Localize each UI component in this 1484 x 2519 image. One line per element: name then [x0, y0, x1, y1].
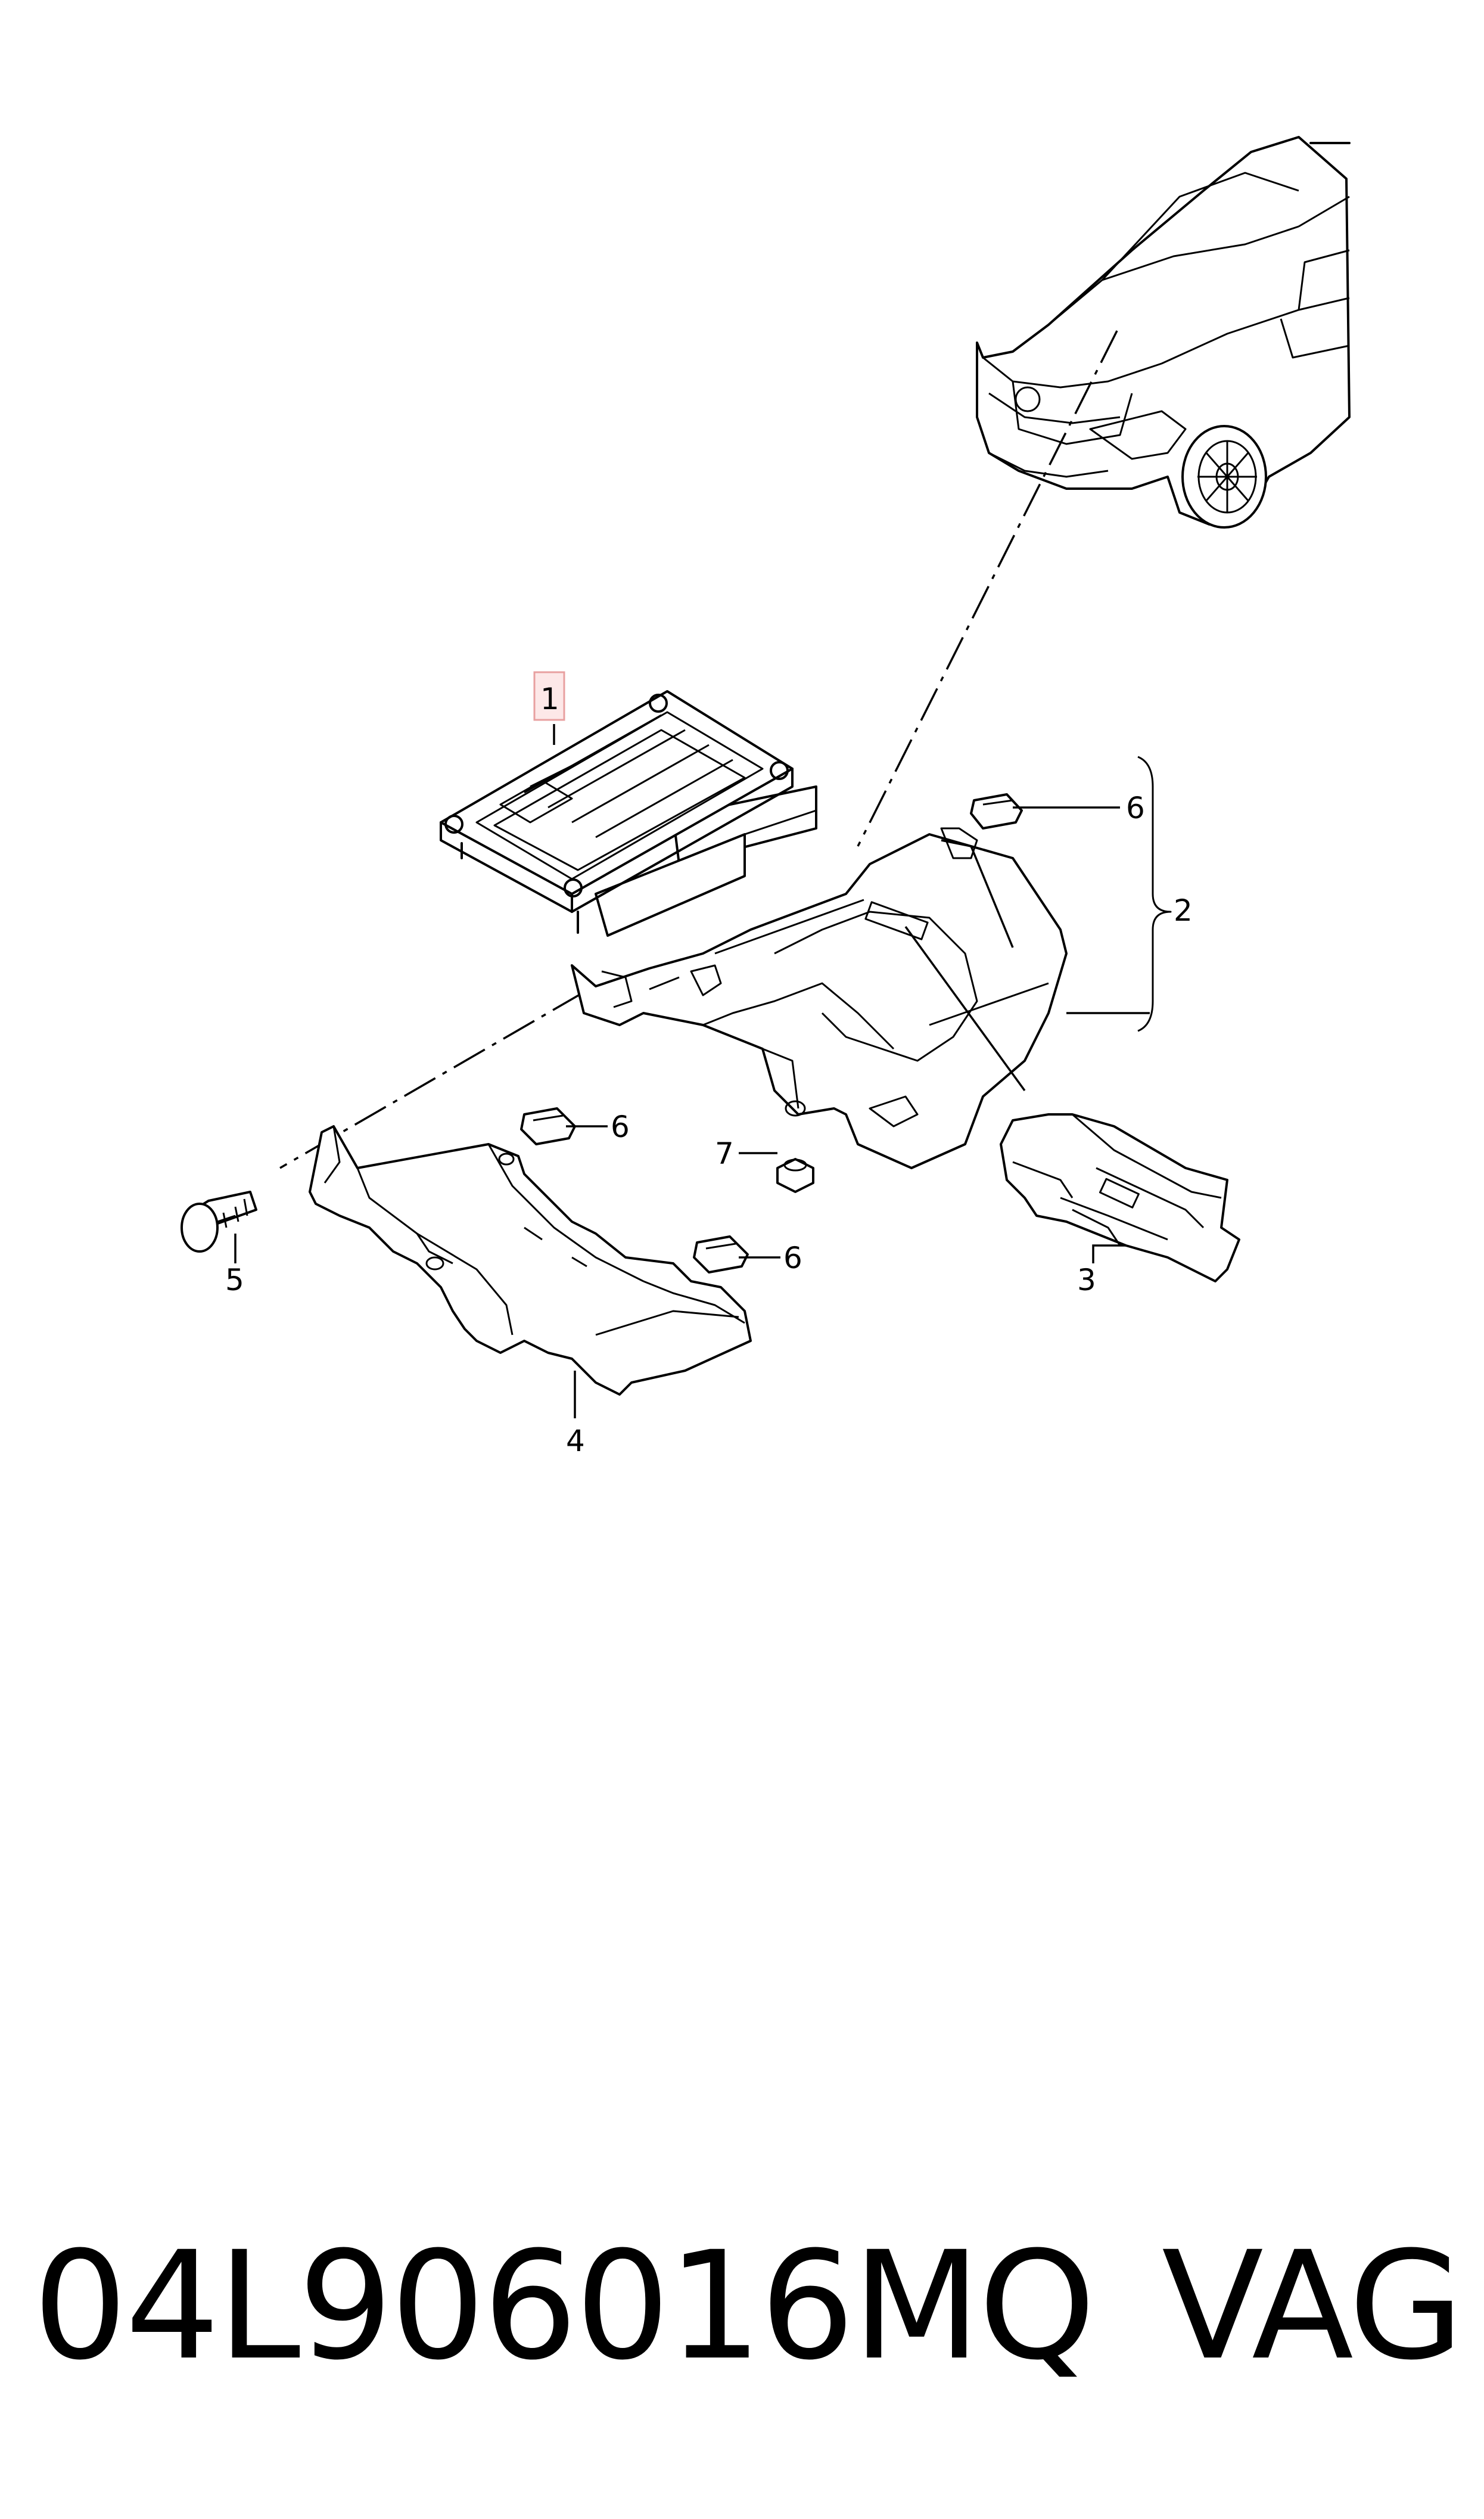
relay-holder [1000, 1113, 1240, 1282]
callout-5: 5 [225, 1263, 244, 1297]
callout-3: 3 [1077, 1263, 1096, 1297]
callout-1-highlight [533, 671, 565, 721]
nut [776, 1158, 814, 1193]
bolt [181, 1191, 257, 1253]
brand-label: VAG [1162, 2219, 1464, 2393]
engine-control-unit [440, 690, 817, 937]
callout-6a: 6 [1126, 791, 1145, 825]
exploded-parts-diagram: 1 2 3 4 5 6 6 6 7 [181, 136, 1351, 1458]
callout-6b: 6 [611, 1110, 630, 1144]
callout-6c: 6 [783, 1241, 802, 1275]
clip-b [520, 1107, 576, 1145]
vehicle-illustration [976, 136, 1351, 529]
callout-4: 4 [566, 1424, 585, 1458]
location-leader-line [857, 330, 1118, 847]
clip-c [693, 1235, 749, 1274]
callout-1: 1 [540, 682, 559, 716]
clip-a [970, 793, 1023, 830]
callout-7: 7 [715, 1136, 734, 1171]
part-number: 04L906016MQ [33, 2219, 1096, 2393]
callout-leaders [234, 724, 1172, 1418]
mounting-bracket [571, 827, 1068, 1169]
callout-2: 2 [1174, 893, 1193, 928]
lower-bracket [309, 1125, 752, 1396]
